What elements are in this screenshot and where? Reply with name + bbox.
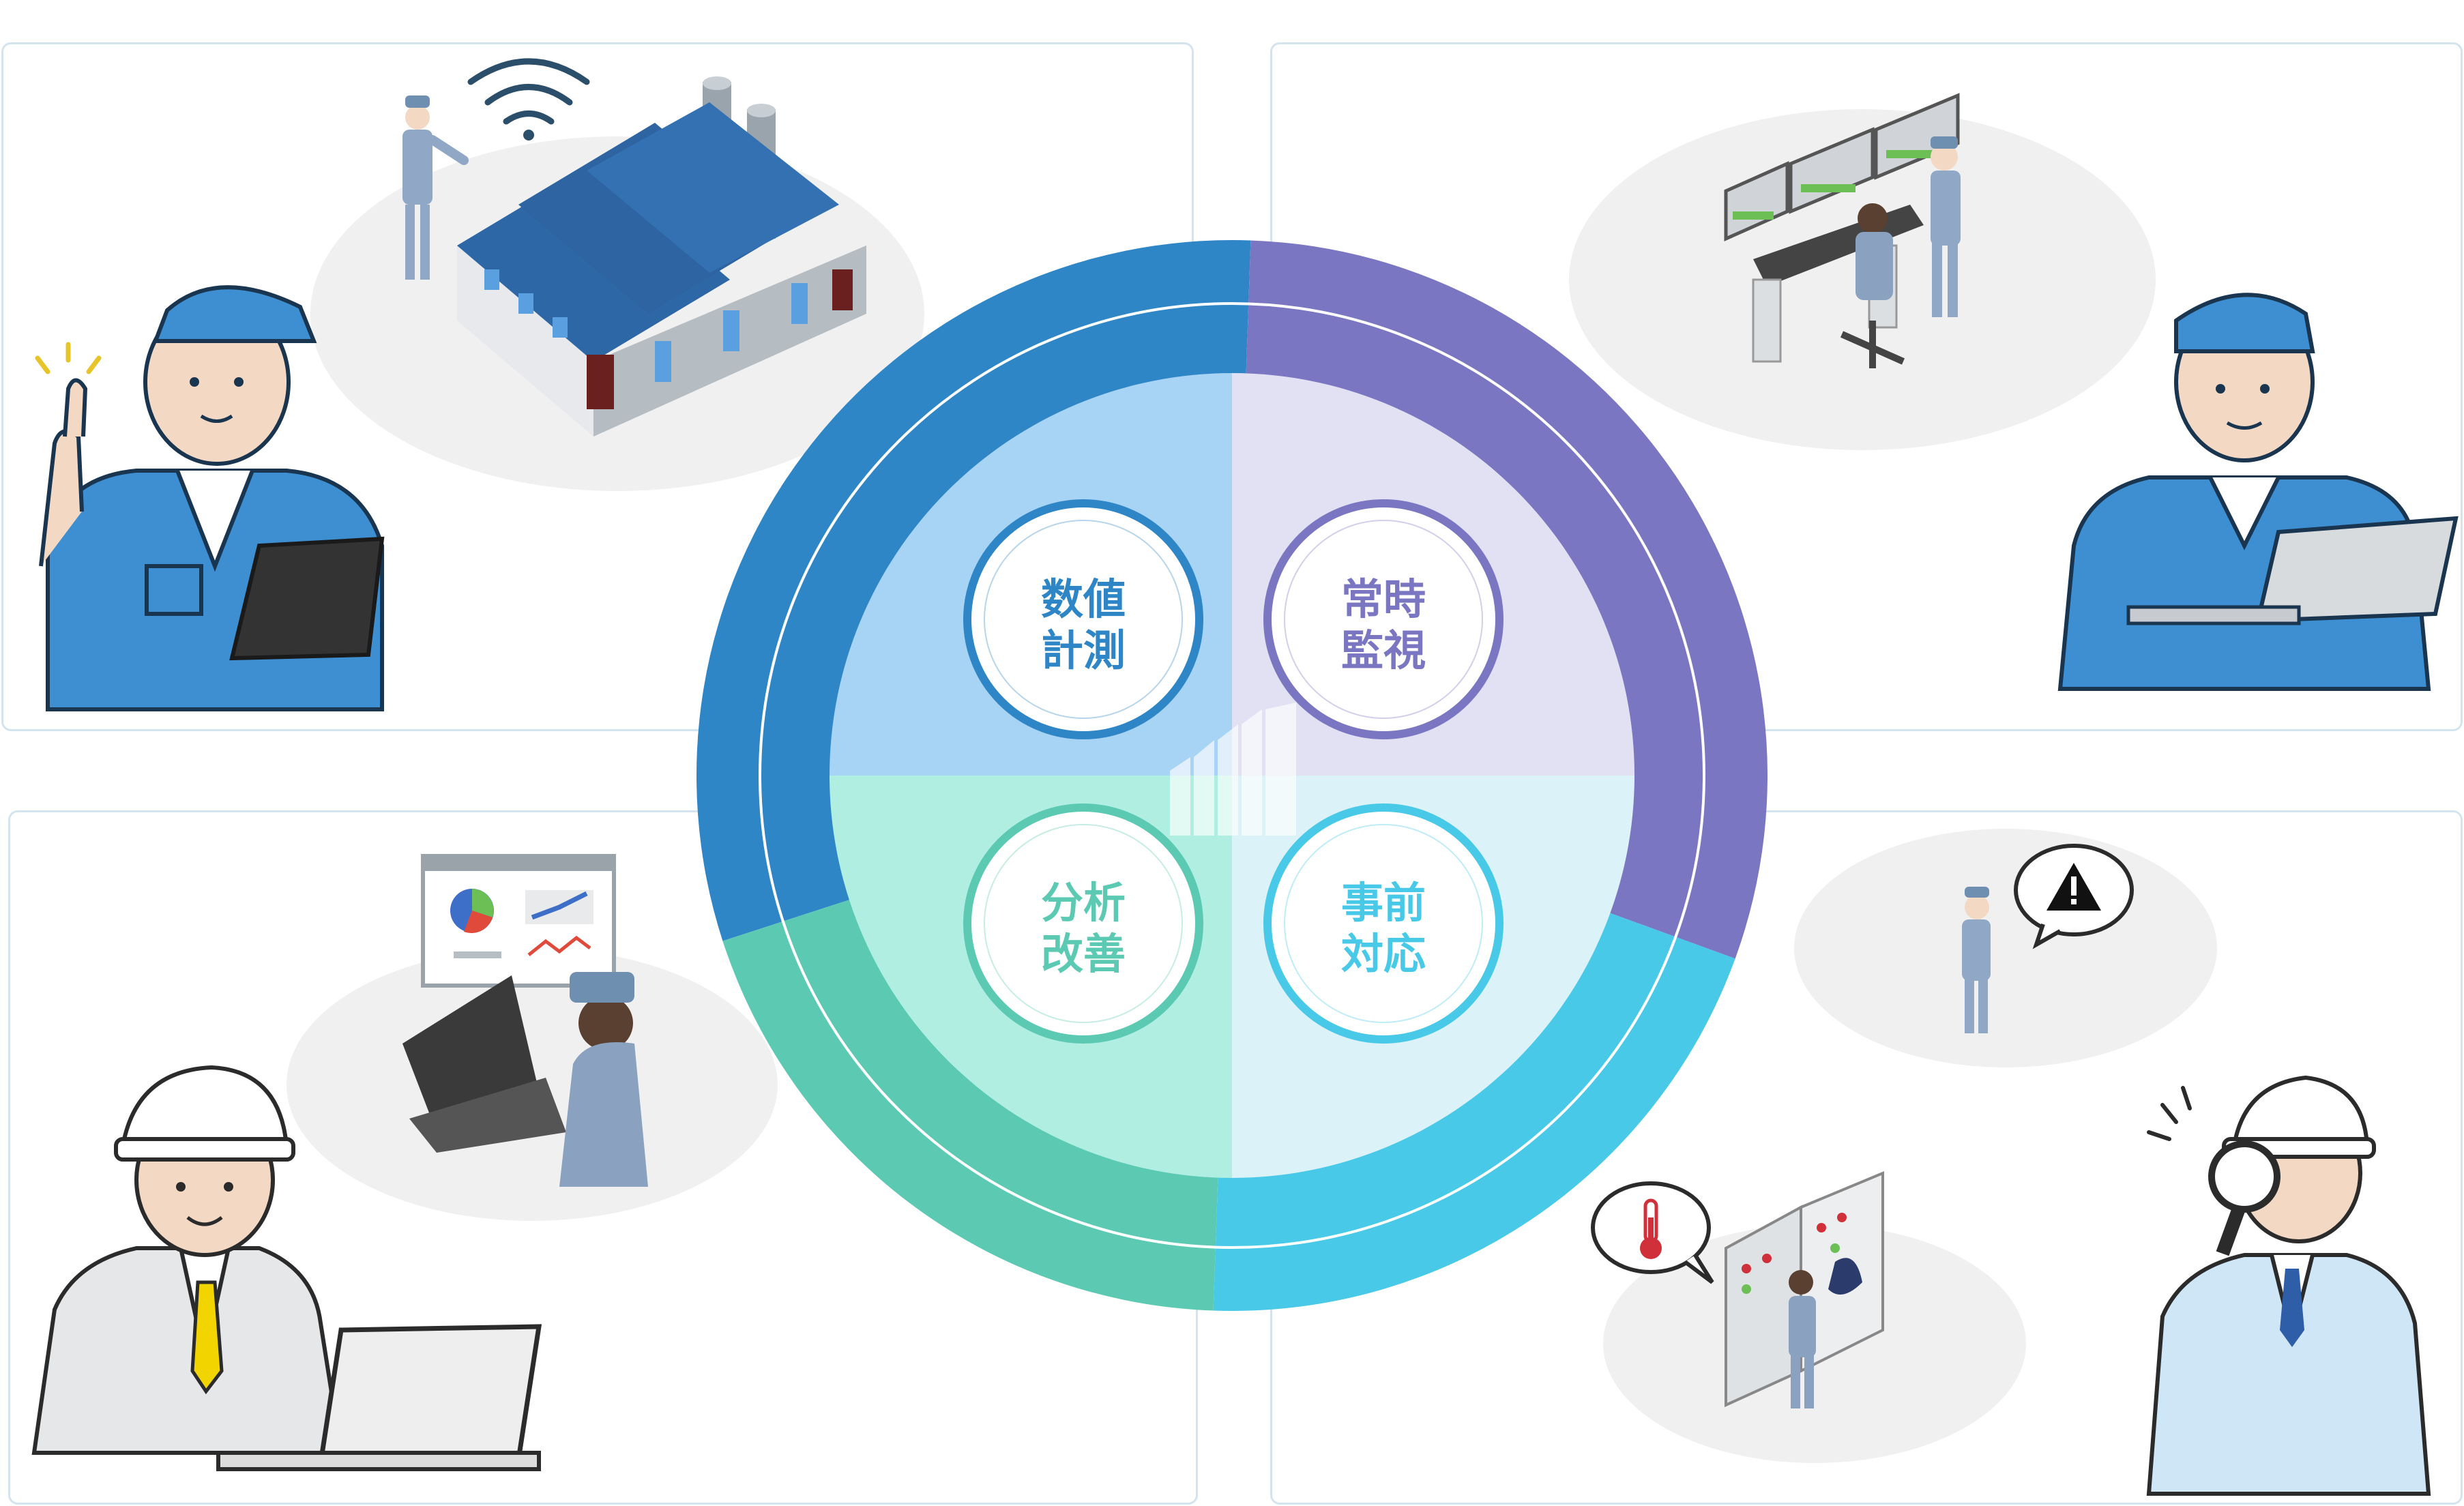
cycle-node-measure-line1: 数値 xyxy=(1041,574,1126,624)
cycle-node-analyze: 分析 改善 xyxy=(963,803,1203,1044)
cycle-node-prevent-line1: 事前 xyxy=(1341,878,1426,928)
cycle-outer-ring-line xyxy=(759,302,1705,1249)
factory-building xyxy=(457,76,866,437)
worker-laptop xyxy=(2057,293,2459,691)
worker-pointing xyxy=(35,285,385,711)
small-worker-figure xyxy=(1962,887,1991,1033)
thermometer-icon xyxy=(1640,1198,1662,1259)
pie-chart-icon xyxy=(450,889,494,934)
cycle-node-monitor-line2: 監視 xyxy=(1341,625,1426,675)
cycle-node-prevent-line2: 対応 xyxy=(1341,929,1426,979)
warning-icon xyxy=(2047,863,2101,911)
building-logo-icon xyxy=(1170,703,1296,836)
cycle-node-monitor-line1: 常時 xyxy=(1341,574,1426,624)
small-worker-figure xyxy=(402,95,469,280)
cycle-node-measure-line2: 計測 xyxy=(1041,625,1126,675)
control-panel xyxy=(1725,1171,1884,1408)
tablet-icon xyxy=(229,536,385,661)
cycle-node-monitor: 常時 監視 xyxy=(1263,499,1504,739)
cycle-node-prevent: 事前 対応 xyxy=(1263,803,1504,1044)
data-analysis xyxy=(402,854,648,1187)
warning-bubble xyxy=(2014,844,2134,949)
worker-helmet-laptop xyxy=(31,1065,542,1471)
worker-magnifier xyxy=(2146,1075,2431,1496)
cycle-node-analyze-line2: 改善 xyxy=(1041,929,1126,979)
control-room xyxy=(1724,93,1961,368)
wifi-icon xyxy=(467,58,590,141)
cycle-node-measure: 数値 計測 xyxy=(963,499,1203,739)
thermometer-bubble xyxy=(1591,1181,1714,1284)
cycle-node-analyze-line1: 分析 xyxy=(1041,878,1126,928)
